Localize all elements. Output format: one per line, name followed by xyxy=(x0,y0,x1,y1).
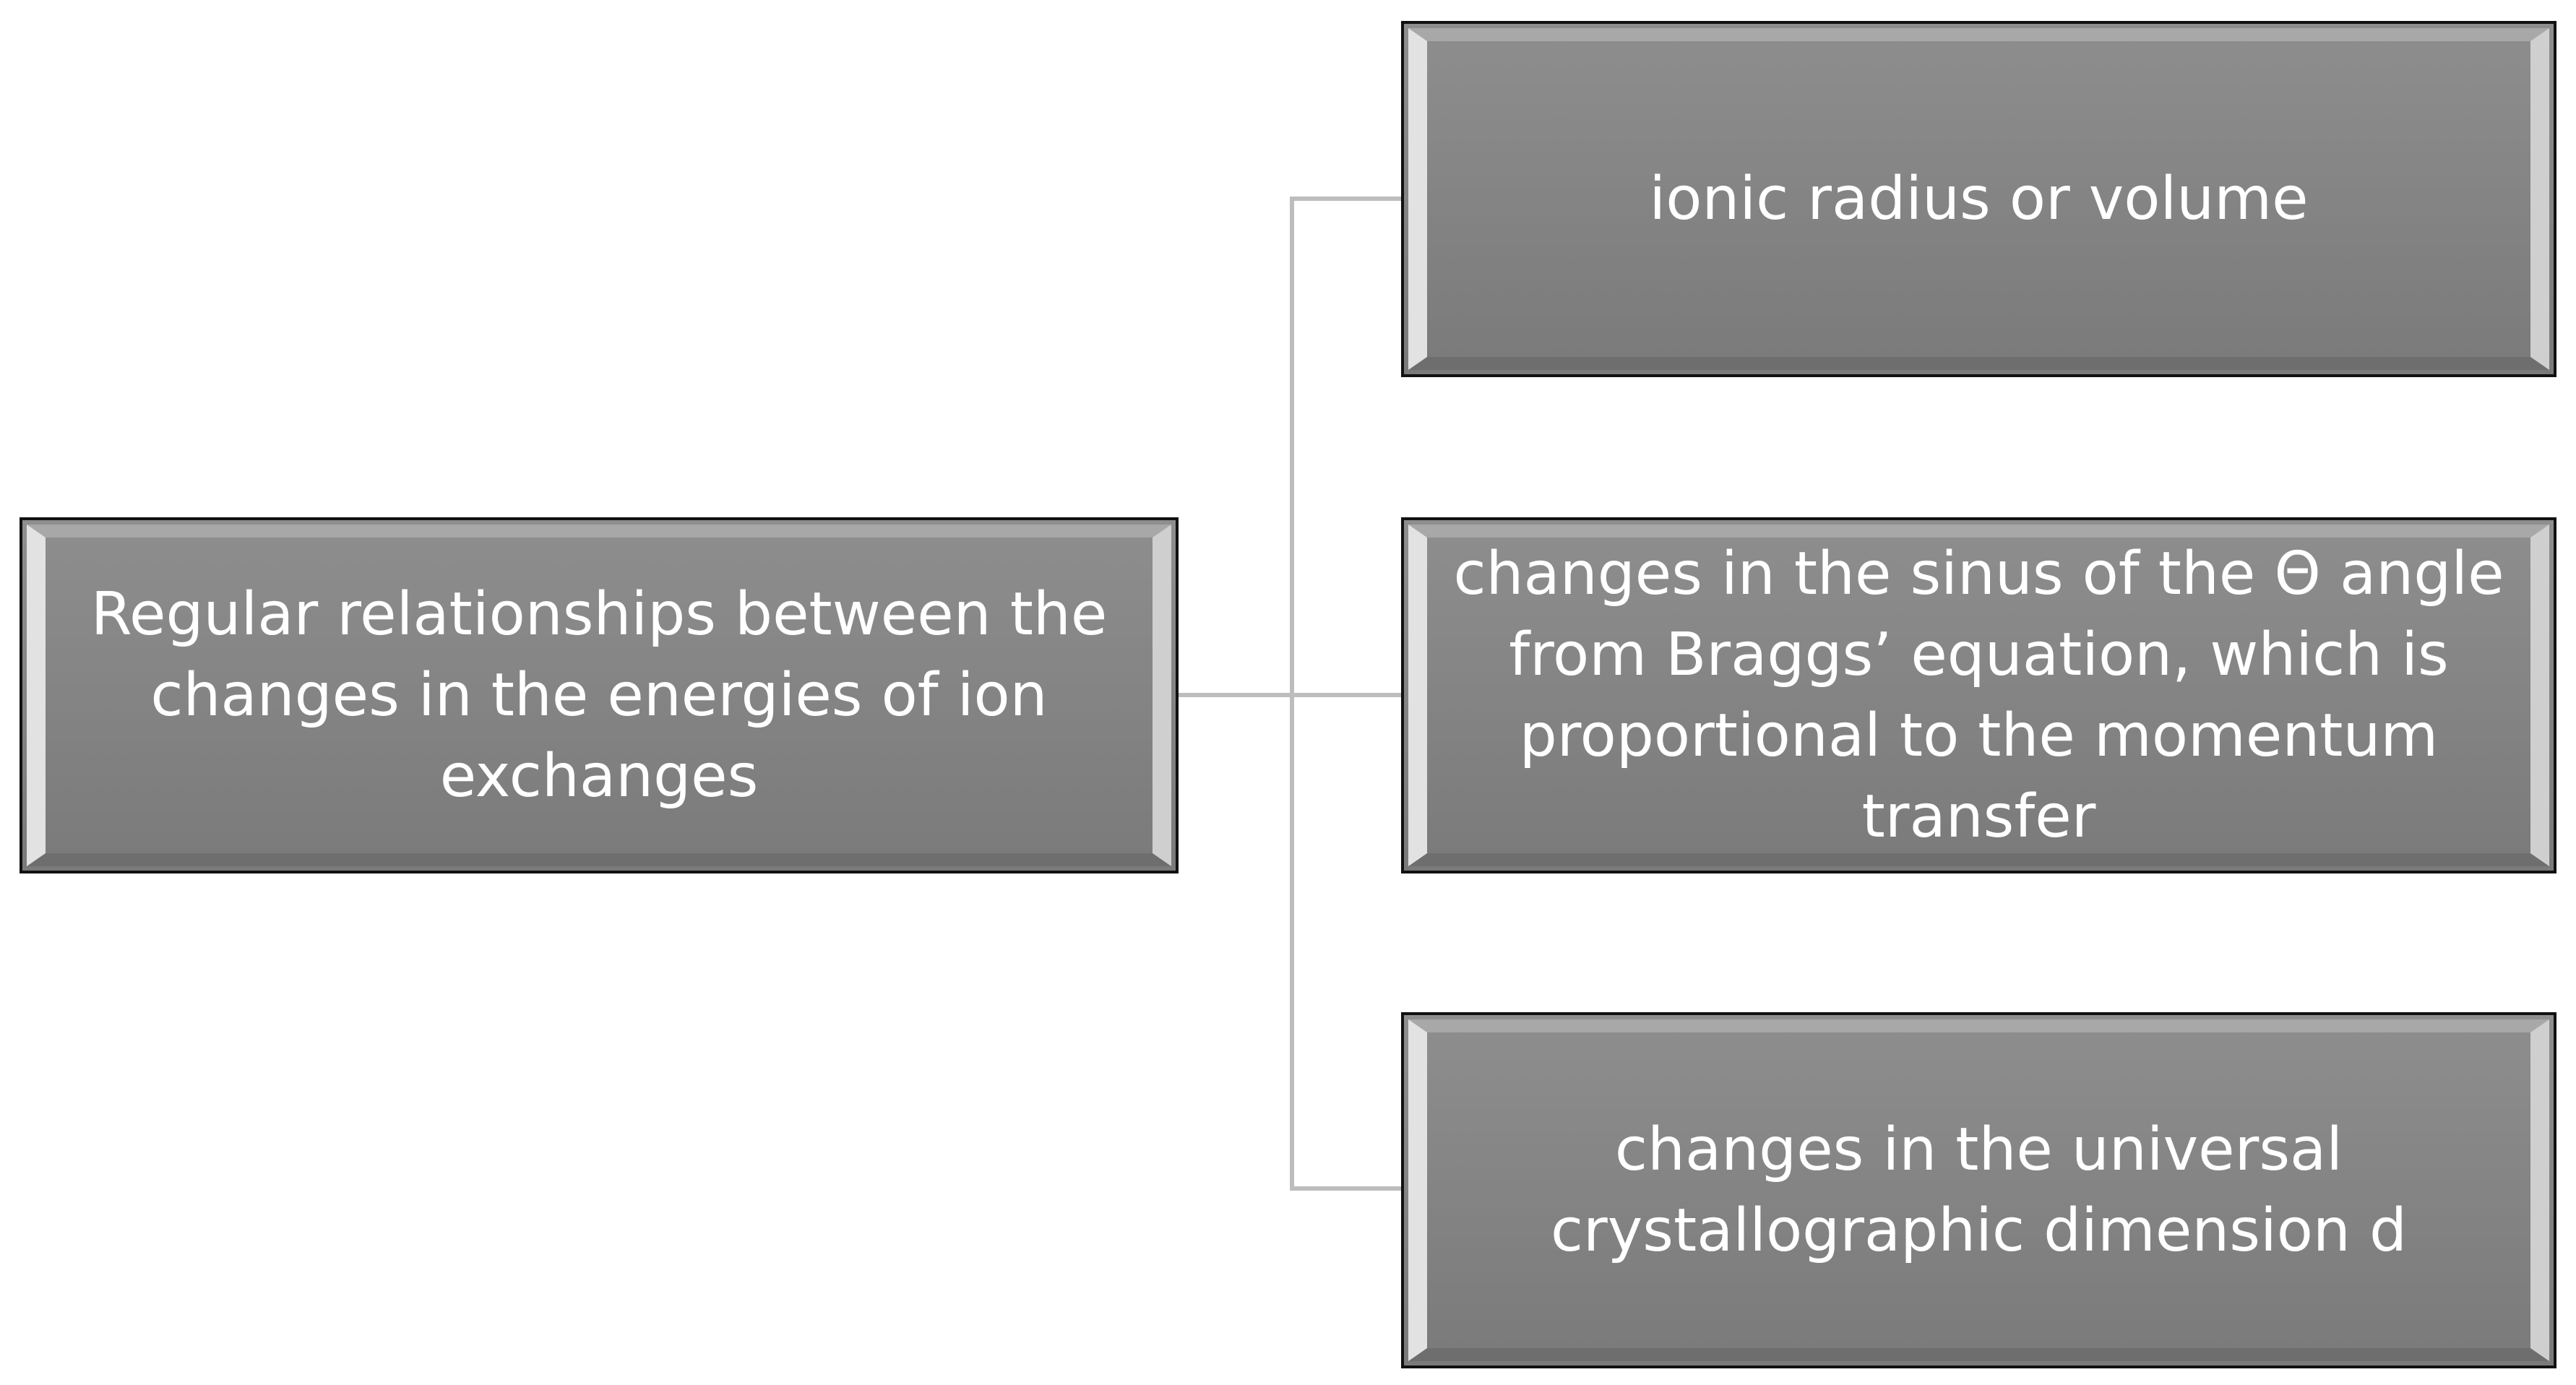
child-node-crystallographic-dimension: changes in the universal crystallographi… xyxy=(1401,1012,2556,1368)
child-node-sinus-theta: changes in the sinus of the Θ angle from… xyxy=(1401,517,2556,873)
child-node-label-3: changes in the universal crystallographi… xyxy=(1550,1115,2408,1265)
child-node-label-1: ionic radius or volume xyxy=(1649,164,2309,233)
child-node-ionic-radius: ionic radius or volume xyxy=(1401,21,2556,377)
child-node-label-2: changes in the sinus of the Θ angle from… xyxy=(1453,539,2504,851)
root-node-box: Regular relationships between the change… xyxy=(20,517,1179,873)
root-node-label: Regular relationships between the change… xyxy=(90,579,1108,811)
